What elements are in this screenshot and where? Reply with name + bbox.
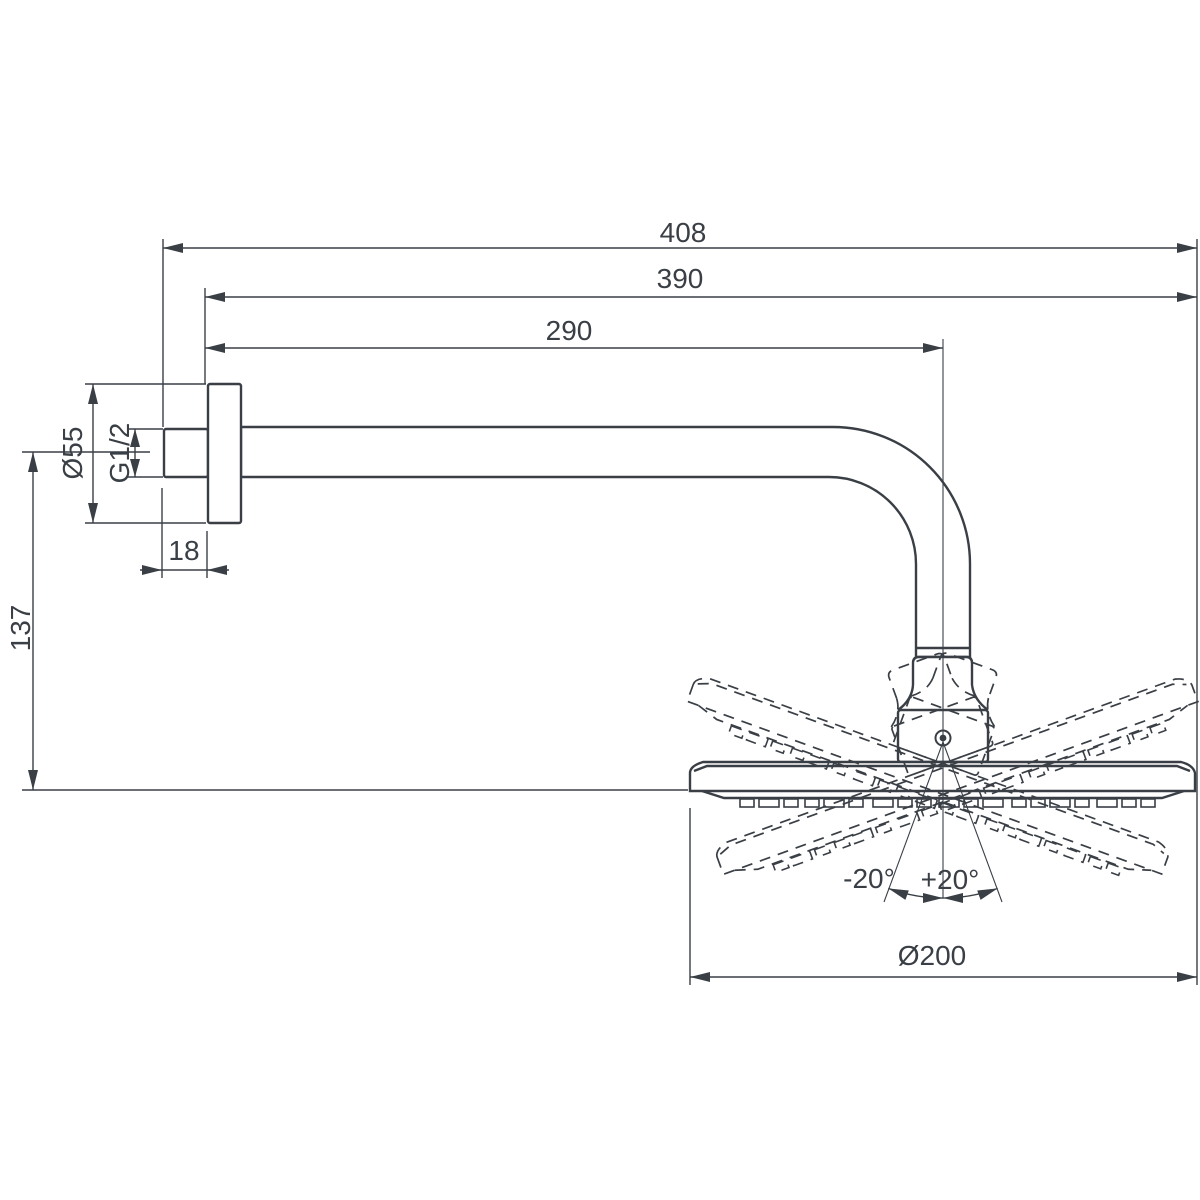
dim-depth-18: 18 [140,488,229,578]
wall-mount-flange [206,382,243,525]
dim-drop-137: 137 [5,451,688,791]
shower-fixture [162,382,972,659]
tilt-limit-line-right [942,741,1003,903]
dim-label-thread-size: G1/2 [104,423,135,484]
dim-arm-390: 390 [204,263,1197,384]
dim-tilt-angle: -20° +20° [843,741,1003,903]
dim-label-tilt-positive: +20° [921,864,980,895]
dim-label-flange-diameter: Ø55 [57,427,88,480]
shower-arm [239,425,972,659]
dim-label-head-diameter: Ø200 [898,940,967,971]
tilt-limit-line-left [883,741,944,903]
dim-overall-408: 408 [162,217,1198,985]
dim-head-200: Ø200 [689,808,1197,985]
dim-thread-g12: G1/2 [104,423,163,484]
dim-label-head-drop: 137 [5,605,36,652]
dim-label-tilt-negative: -20° [843,863,895,894]
wall-thread-nipple [162,427,210,479]
dim-label-flange-depth: 18 [168,535,199,566]
dim-label-overall-projection: 408 [660,217,707,248]
dim-label-axis-projection: 290 [546,315,593,346]
dim-label-arm-projection: 390 [657,263,704,294]
dim-flange-55: Ø55 [57,383,206,524]
dim-axis-290: 290 [205,315,944,898]
